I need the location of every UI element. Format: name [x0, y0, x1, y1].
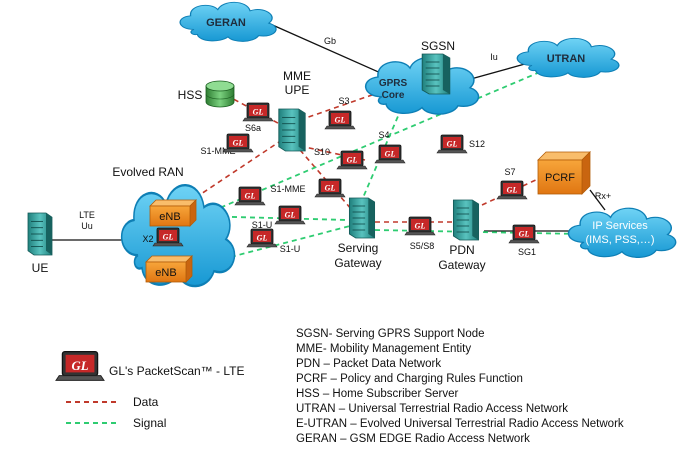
iface-s6a: S6a — [245, 123, 261, 133]
mme-label-line1: MME — [283, 69, 311, 83]
ue-label: UE — [32, 261, 49, 275]
probe-icon-s1-u-bottom — [246, 228, 278, 248]
probe-icon-s5-s8 — [404, 216, 436, 236]
glossary-line: SGSN- Serving GPRS Support Node — [296, 328, 485, 340]
legend-probe-icon: GL — [55, 350, 105, 381]
serving-gateway-label-line2: Gateway — [334, 256, 381, 270]
enb-bottom-box — [145, 255, 193, 283]
iface-rx: Rx+ — [595, 191, 611, 201]
probe-icon-s3 — [324, 110, 356, 130]
probe-icon-s1-mme — [222, 133, 254, 153]
geran-label: GERAN — [206, 17, 246, 29]
iface-s5-s8: S5/S8 — [410, 241, 435, 251]
iface-s10: S10 — [314, 147, 330, 157]
iface-lte-line1: LTE — [79, 210, 95, 220]
iface-s12: S12 — [469, 139, 485, 149]
legend: GL GL's PacketScan™ - LTE Data Signal — [55, 350, 244, 430]
signal-link-enb-top-serving — [195, 215, 349, 221]
hss-database-icon — [205, 80, 235, 108]
iface-lte-line2: Uu — [81, 221, 93, 231]
gprs-core-label-line1: GPRS — [379, 78, 408, 89]
glossary-line: HSS – Home Subscriber Server — [296, 388, 459, 400]
data-link-mme-enb — [185, 139, 283, 205]
link-pcrf-ip-services — [589, 189, 606, 211]
probe-icon-s7 — [496, 180, 528, 200]
glossary-line: UTRAN – Universal Terrestrial Radio Acce… — [296, 403, 568, 415]
iface-s3: S3 — [338, 96, 349, 106]
hss-label: HSS — [178, 88, 203, 102]
iface-s1-mme-top: S1-MME — [200, 146, 235, 156]
sgsn-label: SGSN — [421, 39, 455, 53]
iface-s1-u-top: S1-U — [252, 220, 273, 230]
data-link-hss-mme — [225, 94, 288, 129]
link-geran-gprs — [267, 22, 393, 79]
probe-icon-s1-u-top — [274, 205, 306, 225]
iface-gb: Gb — [324, 36, 336, 46]
enb-bottom-label: eNB — [155, 267, 176, 279]
evolved-ran-title: Evolved RAN — [112, 165, 183, 179]
legend-probe-label: GL's PacketScan™ - LTE — [109, 364, 244, 378]
pcrf-box — [537, 151, 591, 195]
glossary-line: PCRF – Policy and Charging Rules Functio… — [296, 373, 523, 385]
iface-s7: S7 — [504, 167, 515, 177]
probe-icon-s10 — [336, 150, 368, 170]
glossary-line: E-UTRAN – Evolved Universal Terrestrial … — [296, 418, 624, 430]
enb-top-box — [149, 199, 197, 227]
serving-gateway-server-icon — [348, 197, 376, 239]
iface-s4: S4 — [378, 130, 389, 140]
ue-server-icon — [27, 212, 53, 256]
sgsn-server-icon — [421, 53, 451, 95]
ip-services-label-line1: IP Services — [592, 220, 648, 232]
mme-label-line2: UPE — [285, 83, 310, 97]
pdn-gateway-server-icon — [452, 199, 480, 241]
legend-probe-badge: GL — [71, 359, 88, 373]
probe-icon-s1-mme-mid — [234, 186, 266, 206]
iface-s1-mme-mid: S1-MME — [270, 184, 305, 194]
probe-icon-x2 — [152, 227, 184, 247]
mme-server-icon — [278, 108, 306, 152]
interface-labels: Gb Iu S3 S6a S1-MME S10 S4 S12 S1-MME S7… — [79, 36, 611, 257]
glossary-line: PDN – Packet Data Network — [296, 358, 441, 370]
legend-signal-label: Signal — [133, 416, 166, 430]
ip-services-cloud — [567, 207, 677, 259]
utran-label: UTRAN — [547, 53, 586, 65]
enb-top-label: eNB — [159, 211, 180, 223]
probe-icon-s12 — [436, 134, 468, 154]
iface-iu: Iu — [490, 52, 498, 62]
iface-s1-u-bottom: S1-U — [280, 244, 301, 254]
iface-x2: X2 — [142, 234, 153, 244]
iface-sg1: SG1 — [518, 247, 536, 257]
pdn-gateway-label-line1: PDN — [449, 243, 474, 257]
gprs-core-label-line2: Core — [382, 90, 405, 101]
glossary-line: GERAN – GSM EDGE Radio Access Network — [296, 433, 530, 445]
glossary-line: MME- Mobility Management Entity — [296, 343, 471, 355]
probe-icon-s4 — [374, 144, 406, 164]
probe-icon-mme-serving — [314, 178, 346, 198]
ip-services-label-line2: (IMS, PSS,…) — [585, 234, 654, 246]
glossary: SGSN- Serving GPRS Support Node MME- Mob… — [296, 328, 624, 445]
probe-icon-s6a — [242, 102, 274, 122]
legend-data-label: Data — [133, 395, 159, 409]
probe-icon-sg1 — [508, 224, 540, 244]
pcrf-label: PCRF — [545, 172, 575, 184]
pdn-gateway-label-line2: Gateway — [438, 258, 485, 272]
serving-gateway-label-line1: Serving — [338, 241, 379, 255]
